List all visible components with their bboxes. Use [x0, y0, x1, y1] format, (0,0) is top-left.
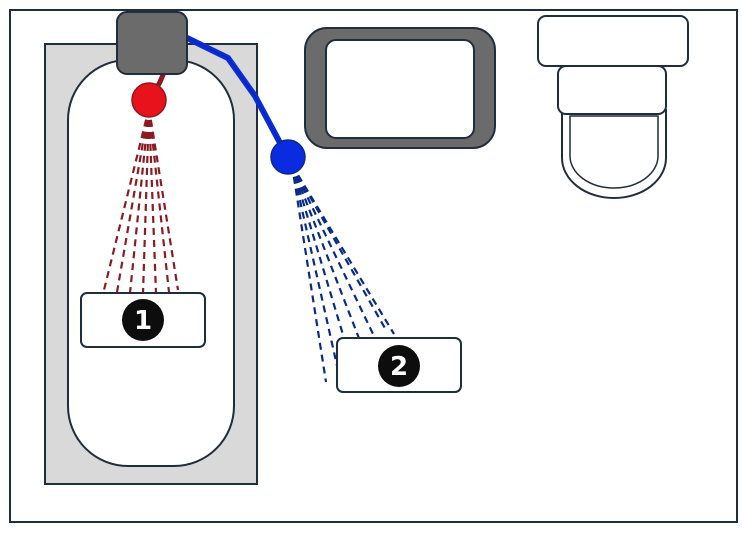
sink-icon — [304, 27, 496, 149]
toilet-bowl — [561, 109, 667, 199]
red-shower-head-icon — [131, 82, 167, 118]
hot-spray-line-1 — [102, 107, 151, 291]
sink-basin — [325, 39, 475, 139]
hot-spray-line-3 — [128, 107, 151, 294]
toilet-seat-hinge — [557, 65, 667, 115]
mixer-valve-icon — [116, 11, 188, 75]
cold-spray-line-1 — [290, 164, 328, 383]
toilet-tank — [537, 15, 689, 67]
cold-spray-line-7 — [291, 164, 395, 335]
cold-water-pipe-edge — [182, 35, 288, 157]
hot-spray — [102, 107, 180, 294]
cold-spray-line-3 — [290, 164, 352, 359]
hot-spray-line-6 — [147, 107, 171, 293]
zone-1-number: 1 — [134, 306, 152, 336]
zone-2-badge — [378, 345, 420, 387]
hot-spray-line-4 — [141, 107, 151, 294]
cold-spray — [290, 164, 395, 383]
zone-1-badge — [122, 299, 164, 341]
cold-spray-line-6 — [291, 164, 387, 331]
zone-2-label: 2 — [336, 337, 462, 393]
toilet-seat — [569, 115, 659, 189]
cold-spray-line-4 — [290, 164, 364, 347]
cold-spray-line-5 — [291, 164, 375, 337]
zone-1-label: 1 — [80, 292, 206, 348]
blue-shower-head-icon — [270, 139, 306, 175]
hot-spray-line-7 — [147, 107, 180, 291]
toilet-icon — [537, 15, 689, 199]
hot-spray-line-5 — [147, 107, 158, 294]
zone-2-number: 2 — [390, 352, 408, 382]
